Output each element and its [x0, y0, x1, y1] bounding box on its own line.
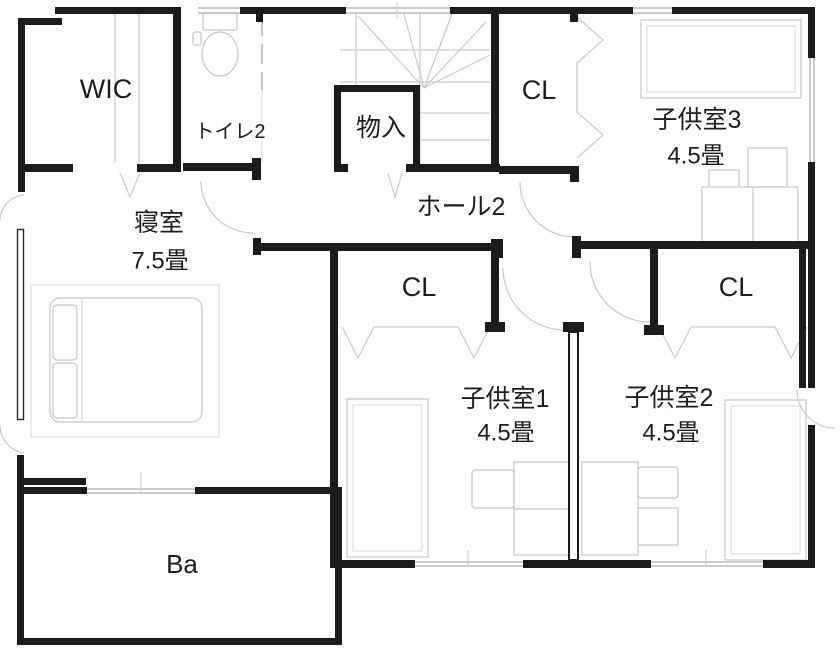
- room-label-cl2: CL: [719, 272, 754, 302]
- room-label-hall: ホール2: [417, 193, 506, 221]
- room-label-wic: WIC: [80, 74, 132, 104]
- room-size-kids2: 4.5畳: [642, 420, 699, 447]
- room-label-toilet: トイレ2: [194, 121, 265, 143]
- bifold-door-cl3: [576, 16, 604, 159]
- door-arc-right: [796, 389, 836, 429]
- room-label-kids1: 子供室1: [461, 385, 550, 413]
- desk-icon: [581, 461, 679, 556]
- room-label-kids3: 子供室3: [653, 106, 742, 134]
- bifold-doors: [341, 16, 808, 360]
- window-icon: [198, 7, 240, 14]
- window-icon: [809, 58, 815, 162]
- room-size-kids1: 4.5畳: [477, 420, 534, 447]
- door-arc-bedroom: [200, 180, 254, 234]
- room-label-kids2: 子供室2: [625, 384, 714, 412]
- door-arc-kids1: [502, 267, 566, 331]
- room-size-kids3: 4.5畳: [667, 143, 724, 170]
- window-icon: [16, 228, 25, 421]
- door-swings: [0, 14, 836, 454]
- window-swing-top: [0, 194, 25, 222]
- desk-icon: [701, 147, 799, 243]
- opening-marker-storage: [387, 172, 403, 200]
- bifold-door-cl2: [658, 326, 808, 360]
- window-icon: [633, 7, 672, 14]
- door-arc-kids2: [589, 261, 651, 323]
- single-bed-icon: [640, 19, 802, 99]
- room-size-bedroom: 7.5畳: [131, 248, 188, 275]
- room-label-bedroom: 寝室: [134, 209, 184, 237]
- window-icon: [651, 550, 763, 567]
- room-label-balcony: Ba: [166, 549, 198, 579]
- room-label-cl3: CL: [522, 75, 557, 105]
- labels: WIC トイレ2 物入 CL 子供室3 4.5畳 寝室 7.5畳 ホール2 CL…: [80, 74, 754, 579]
- stairs-icon: [340, 13, 491, 164]
- opening-marker-wic: [119, 172, 141, 199]
- single-bed-icon: [724, 399, 807, 561]
- window-icon: [415, 550, 523, 567]
- desk-icon: [471, 461, 578, 556]
- double-bed-icon: [30, 284, 220, 438]
- room-label-cl1: CL: [402, 272, 437, 302]
- single-bed-icon: [346, 398, 429, 558]
- furniture: [30, 12, 807, 561]
- windows: [16, 2, 815, 567]
- door-arc-kids3: [519, 181, 576, 238]
- room-label-storage: 物入: [356, 114, 406, 142]
- window-swing-bottom: [0, 425, 25, 454]
- toilet-icon: [192, 12, 239, 77]
- bifold-door-cl1: [341, 326, 491, 360]
- walls: [17, 7, 815, 645]
- window-icon: [345, 2, 450, 19]
- window-icon: [87, 472, 195, 494]
